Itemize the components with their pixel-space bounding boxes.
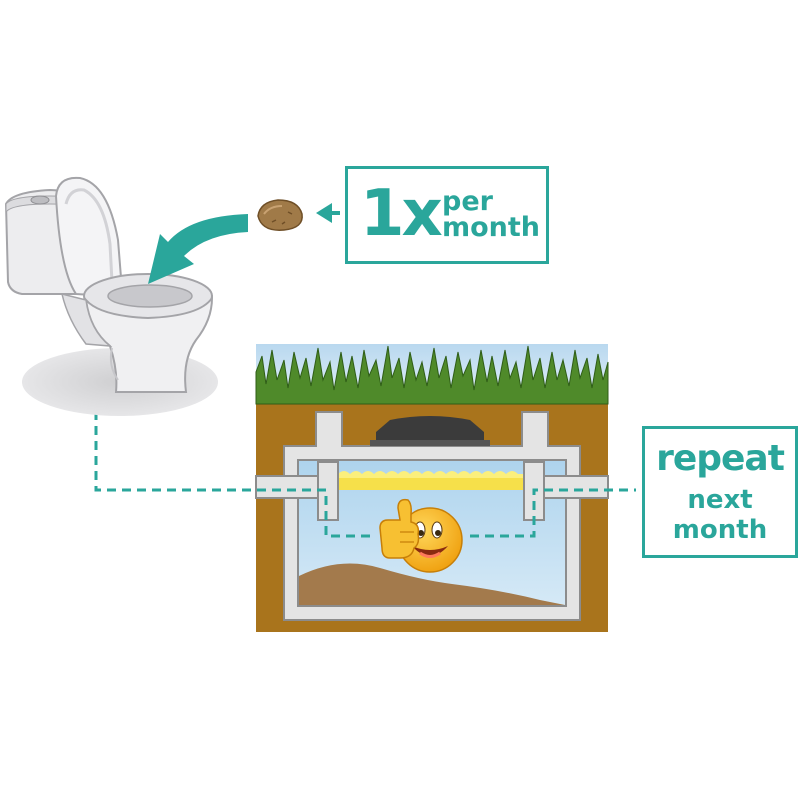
tank-wall [283,411,581,621]
grass [255,345,609,405]
inlet-pipe [255,475,319,499]
dosage-label: 1x per month [345,166,549,264]
repeat-line-1: repeat [656,438,785,479]
dose-unit-line-2: month [442,212,541,243]
repeat-label: repeat next month [642,426,798,558]
tank-lid-base [370,440,490,446]
flow-path [94,396,636,538]
dose-frequency-number: 1x [360,177,443,251]
repeat-line-2: next [687,485,753,515]
toilet-icon [4,176,218,416]
repeat-line-3: month [672,515,768,545]
sludge [299,563,565,605]
curved-arrow-icon [148,214,248,284]
outlet-pipe [543,475,609,499]
arrow-left-icon [316,203,340,223]
tank-lid-handle [376,416,484,440]
thumbs-up-smiley-icon [379,498,463,573]
treatment-tablet-icon [257,199,303,231]
dose-unit-line-1: per [442,186,493,217]
septic-tank-scene [255,344,609,632]
scum-bubbles [338,471,524,478]
dose-frequency-unit: per month [442,186,541,243]
